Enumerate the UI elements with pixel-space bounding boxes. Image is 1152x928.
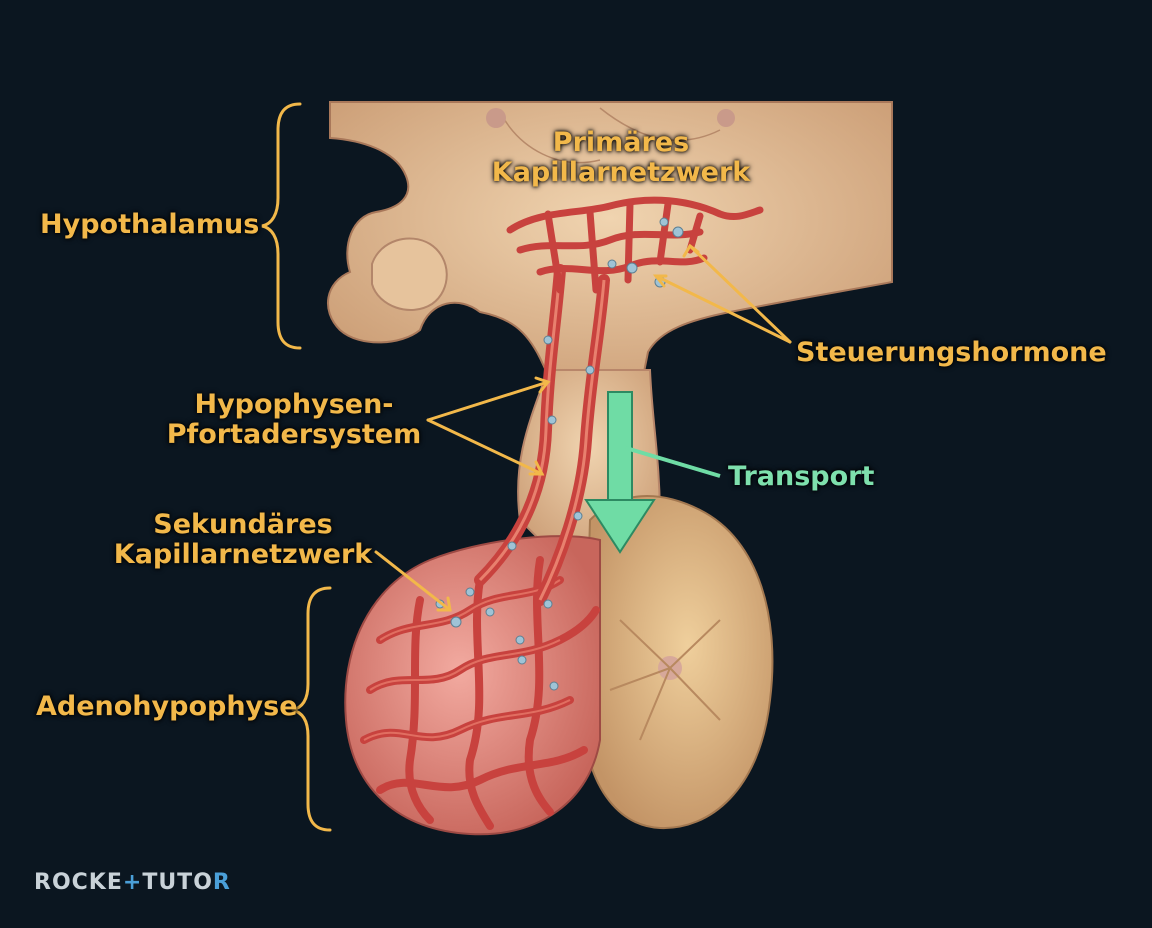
hormone-particles [435, 217, 684, 691]
secondary-network-label: Sekundäres Kapillarnetzwerk [112, 510, 374, 570]
brand-logo-part3: R [212, 870, 231, 895]
hypothalamus-label: Hypothalamus [40, 209, 260, 240]
portal-system-label: Hypophysen- Pfortadersystem [164, 390, 424, 450]
label-arrows [374, 243, 792, 612]
secondary-network-label-line1: Sekundäres [153, 509, 333, 540]
portal-system-label-line2: Pfortadersystem [166, 419, 422, 450]
brand-logo-plus: + [122, 870, 143, 895]
hypothalamus-brace [261, 102, 302, 350]
adenohypophysis-label: Adenohypophyse [36, 691, 298, 722]
brand-logo-part1: ROCKE [34, 870, 123, 895]
transport-arrow [584, 391, 721, 554]
brand-logo-part2: TUTO [142, 870, 213, 895]
primary-network-label: Primäres Kapillarnetzwerk [490, 128, 752, 188]
control-hormones-label: Steuerungshormone [796, 337, 1107, 368]
portal-system-label-line1: Hypophysen- [194, 389, 394, 420]
brand-logo: ROCKE+TUTOR [34, 870, 231, 895]
primary-network-label-line2: Kapillarnetzwerk [491, 157, 751, 188]
posterior-lobe [582, 495, 774, 830]
adenohypophysis-brace [291, 586, 332, 832]
primary-network-label-line1: Primäres [552, 127, 690, 158]
secondary-network-label-line2: Kapillarnetzwerk [113, 539, 373, 570]
transport-label: Transport [728, 461, 875, 492]
hypothalamus-tissue [326, 101, 893, 393]
